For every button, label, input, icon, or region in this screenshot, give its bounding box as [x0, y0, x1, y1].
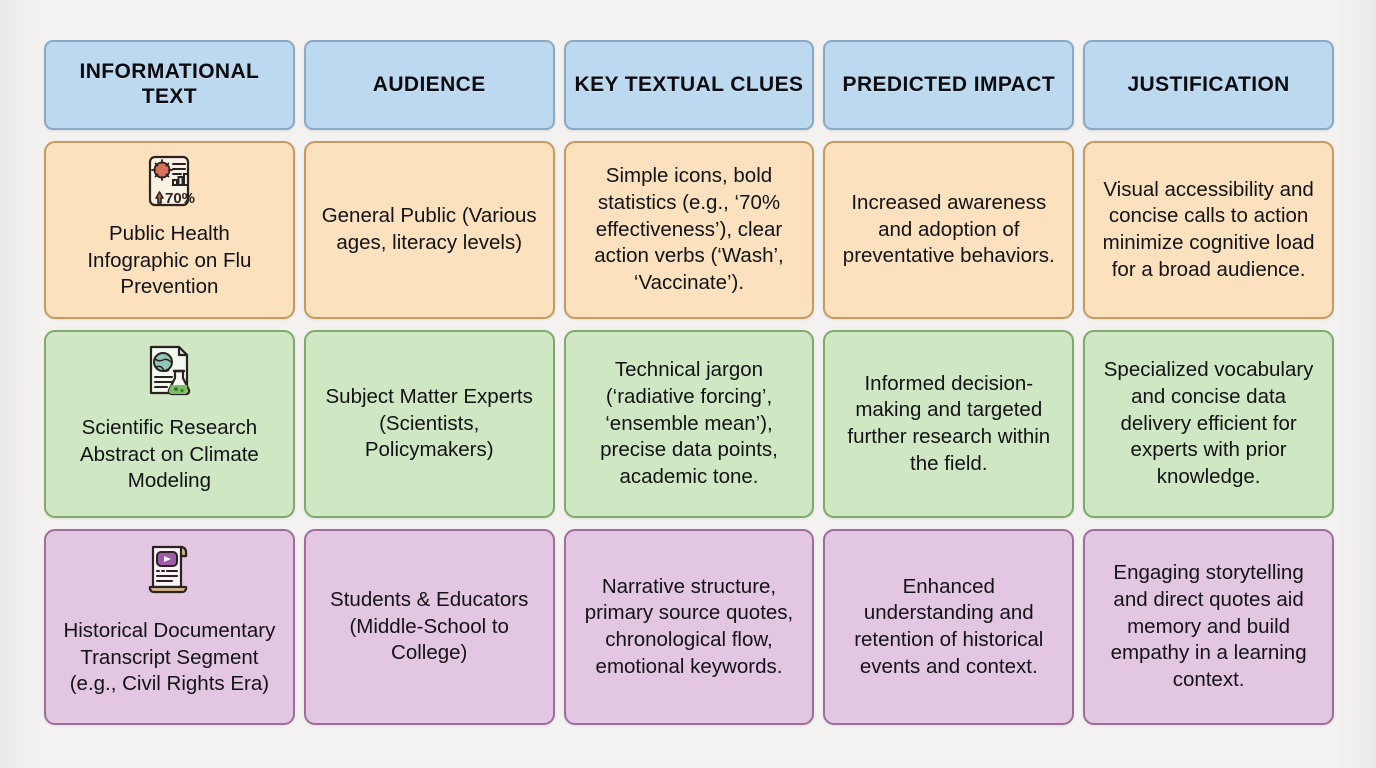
table-cell-impact: Enhanced understanding and retention of …: [823, 529, 1075, 725]
table-row: Historical Documentary Transcript Segmen…: [44, 529, 295, 725]
column-header-label: PREDICTED IMPACT: [842, 72, 1056, 96]
column-header-justification: JUSTIFICATION: [1083, 40, 1334, 130]
cell-text: General Public (Various ages, literacy l…: [321, 204, 537, 254]
cell-text: Engaging storytelling and direct quotes …: [1110, 561, 1307, 691]
scroll-video-transcript-icon: [141, 541, 197, 597]
column-header-label: KEY TEXTUAL CLUES: [574, 72, 804, 96]
cell-text: Public Health Infographic on Flu Prevent…: [87, 222, 252, 299]
table-cell-impact: Informed decision-making and targeted fu…: [823, 330, 1075, 518]
column-header-key-textual-clues: KEY TEXTUAL CLUES: [563, 40, 815, 130]
cell-text: Technical jargon (‘radiative forcing’, ‘…: [600, 358, 778, 488]
table-cell-audience: Subject Matter Experts (Scientists, Poli…: [303, 330, 555, 518]
table-cell-audience: General Public (Various ages, literacy l…: [303, 141, 555, 319]
cell-text: Specialized vocabulary and concise data …: [1103, 358, 1314, 488]
column-header-label: INFORMATIONAL TEXT: [79, 60, 260, 108]
svg-text:70%: 70%: [165, 190, 195, 207]
cell-text: Informed decision-making and targeted fu…: [847, 371, 1051, 475]
table-cell-justification: Specialized vocabulary and concise data …: [1083, 330, 1334, 518]
cell-text: Students & Educators (Middle-School to C…: [330, 588, 529, 665]
cell-text: Scientific Research Abstract on Climate …: [79, 416, 259, 493]
table-cell-audience: Students & Educators (Middle-School to C…: [303, 529, 555, 725]
table-cell-justification: Visual accessibility and concise calls t…: [1083, 141, 1334, 319]
research-document-globe-flask-icon: [141, 342, 197, 398]
table-cell-clues: Narrative structure, primary source quot…: [563, 529, 815, 725]
cell-text: Increased awareness and adoption of prev…: [842, 191, 1055, 268]
column-header-label: AUDIENCE: [372, 72, 486, 96]
table-cell-clues: Technical jargon (‘radiative forcing’, ‘…: [563, 330, 815, 518]
column-header-label: JUSTIFICATION: [1127, 72, 1290, 96]
column-header-predicted-impact: PREDICTED IMPACT: [823, 40, 1075, 130]
cell-text: Subject Matter Experts (Scientists, Poli…: [325, 385, 533, 462]
cell-text: Historical Documentary Transcript Segmen…: [63, 619, 276, 696]
column-header-informational-text: INFORMATIONAL TEXT: [44, 40, 295, 130]
cell-text: Visual accessibility and concise calls t…: [1102, 177, 1315, 281]
column-header-audience: AUDIENCE: [303, 40, 555, 130]
cell-text: Simple icons, bold statistics (e.g., ‘70…: [594, 164, 784, 294]
comparison-table: INFORMATIONAL TEXT AUDIENCE KEY TEXTUAL …: [44, 40, 1334, 725]
table-row: Scientific Research Abstract on Climate …: [44, 330, 295, 518]
cell-text: Narrative structure, primary source quot…: [584, 574, 794, 678]
cell-text: Enhanced understanding and retention of …: [854, 574, 1044, 678]
table-cell-clues: Simple icons, bold statistics (e.g., ‘70…: [563, 141, 815, 319]
table-cell-justification: Engaging storytelling and direct quotes …: [1083, 529, 1334, 725]
table-row: 70% Public Health Infographic on Flu Pre…: [44, 141, 295, 319]
infographic-virus-statistics-icon: 70%: [141, 153, 197, 209]
table-cell-impact: Increased awareness and adoption of prev…: [823, 141, 1075, 319]
